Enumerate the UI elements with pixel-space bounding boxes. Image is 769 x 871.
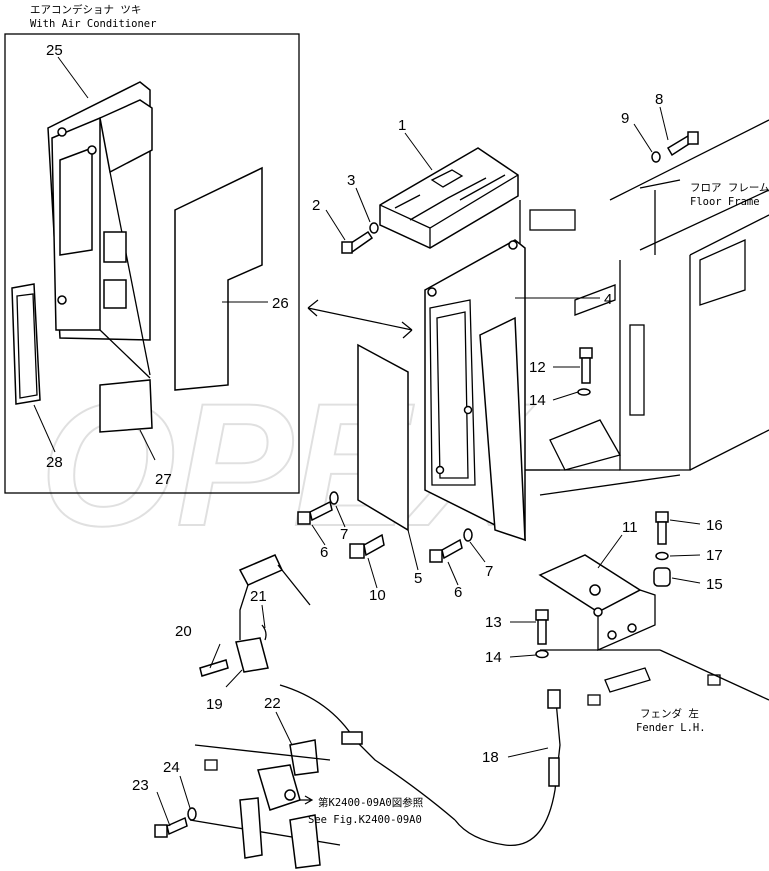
inset-frame: [4, 33, 300, 494]
part-12-bolt: [579, 347, 593, 384]
callout-5: 5: [414, 570, 422, 587]
part-4-console-box: [424, 239, 526, 542]
part-28-grille: [11, 283, 41, 405]
callout-21: 21: [250, 588, 267, 605]
part-14-washer-upper: [577, 388, 591, 396]
callout-26: 26: [272, 295, 289, 312]
leader-lines: [156, 106, 701, 827]
part-26-plate: [174, 166, 263, 391]
lever-upper: [238, 554, 311, 640]
callout-1: 1: [398, 117, 406, 134]
part-25-cover: [47, 81, 153, 379]
fender-label-jp: フェンダ 左: [640, 707, 699, 720]
part-13-bolt: [535, 609, 549, 645]
part-19-block: [235, 637, 269, 673]
callout-7a: 7: [340, 526, 348, 543]
callout-11: 11: [622, 519, 638, 536]
part-15-spacer: [653, 567, 671, 587]
fender-lh: [540, 649, 769, 706]
callout-17: 17: [706, 547, 723, 564]
inset-panel: エアコンデショナ ツキ With Air Conditioner: [4, 3, 300, 494]
callout-23: 23: [132, 777, 149, 794]
callout-2: 2: [312, 197, 320, 214]
floor-frame: [519, 119, 769, 496]
leader-27: [139, 429, 156, 461]
inset-title-en: With Air Conditioner: [30, 18, 156, 30]
callout-14b: 14: [485, 649, 502, 666]
part-7-washer-left: [329, 491, 339, 505]
part-11-bracket: [538, 554, 656, 651]
control-cable: [279, 684, 456, 821]
callout-13: 13: [485, 614, 502, 631]
part-7-washer-right: [463, 528, 473, 542]
part-24-washer: [187, 807, 197, 821]
callout-27: 27: [155, 471, 172, 488]
part-23-bolt: [154, 816, 188, 838]
part-14-washer-lower: [535, 649, 549, 659]
callout-8: 8: [655, 91, 663, 108]
part-21-clip: [261, 624, 267, 641]
callout-6a: 6: [320, 544, 328, 561]
part-18-cable: [454, 689, 561, 846]
part-10-bolt: [349, 533, 385, 559]
see-fig-arrow: [300, 795, 314, 805]
see-fig-label-jp: 第K2400-09A0図参照: [318, 796, 424, 809]
part-9-washer: [651, 151, 661, 163]
part-22-cable-clamp: [289, 731, 363, 776]
callout-24: 24: [163, 759, 180, 776]
part-6-bolt-left: [297, 500, 333, 525]
part-17-washer: [655, 551, 669, 561]
callout-22: 22: [264, 695, 281, 712]
callout-16: 16: [706, 517, 723, 534]
callout-12: 12: [529, 359, 546, 376]
callout-7b: 7: [485, 563, 493, 580]
see-fig-label-en: See Fig.K2400-09A0: [308, 814, 422, 826]
lower-lever-assembly: [189, 744, 341, 869]
callout-15: 15: [706, 576, 723, 593]
callout-28: 28: [46, 454, 63, 471]
part-6-bolt-right: [429, 538, 463, 563]
inset-title-jp: エアコンデショナ ツキ: [30, 3, 141, 16]
part-16-bolt: [655, 511, 669, 545]
leader-28: [33, 404, 56, 453]
part-20-pin: [199, 659, 229, 677]
callout-19: 19: [206, 696, 223, 713]
callout-3: 3: [347, 172, 355, 189]
part-8-bolt: [666, 131, 699, 157]
callout-20: 20: [175, 623, 192, 640]
callout-10: 10: [369, 587, 386, 604]
floor-frame-label-jp: フロア フレーム: [690, 182, 769, 194]
part-5-plate: [357, 343, 409, 532]
callout-18: 18: [482, 749, 499, 766]
callout-9: 9: [621, 110, 629, 127]
part-1-top-cover: [379, 147, 519, 249]
leader-25: [57, 56, 89, 99]
floor-frame-label-en: Floor Frame: [690, 196, 760, 208]
part-2-bolt: [341, 230, 374, 254]
callout-4: 4: [604, 291, 612, 308]
callout-6b: 6: [454, 584, 462, 601]
double-arrow: [307, 299, 413, 339]
part-27-pad: [99, 379, 153, 433]
callout-14a: 14: [529, 392, 546, 409]
callout-25: 25: [46, 42, 63, 59]
fender-label-en: Fender L.H.: [636, 722, 706, 734]
part-3-washer: [369, 222, 379, 234]
